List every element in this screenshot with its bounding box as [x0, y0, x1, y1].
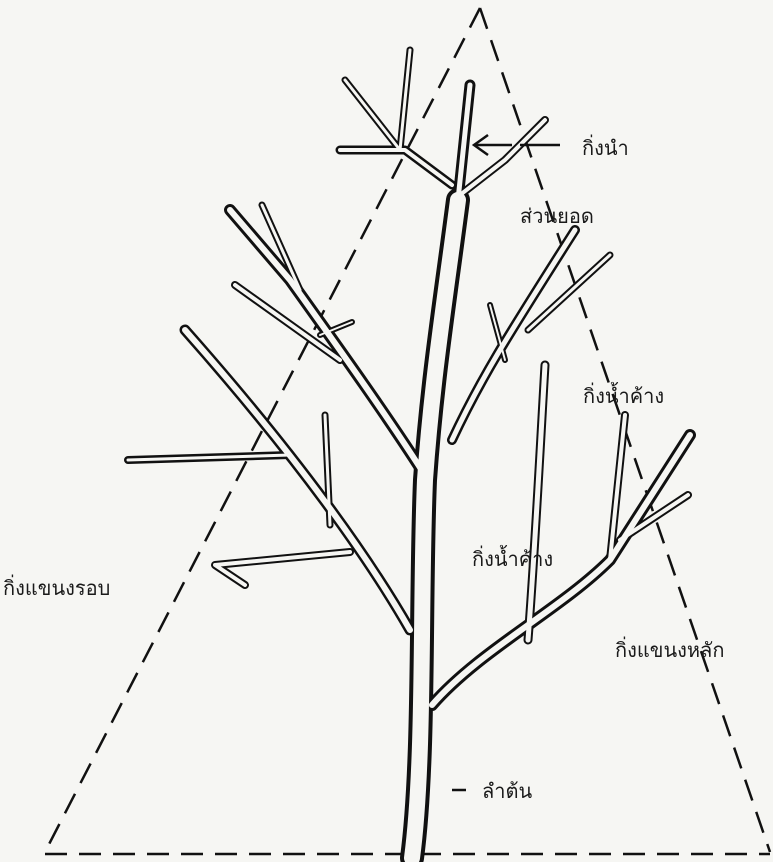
label-scaffold-side: กิ่งแขนงรอบ — [3, 572, 110, 604]
label-water-sprout-upper: กิ่งน้ำค้าง — [583, 380, 664, 412]
label-scaffold-main: กิ่งแขนงหลัก — [615, 634, 724, 666]
label-leader: กิ่งนำ — [582, 132, 629, 164]
pyramid-outline — [45, 8, 770, 854]
label-water-sprout-lower: กิ่งน้ำค้าง — [472, 543, 553, 575]
label-trunk: ลำต้น — [482, 775, 532, 807]
label-canopy-top: ส่วนยอด — [520, 200, 594, 232]
tree — [128, 50, 690, 858]
